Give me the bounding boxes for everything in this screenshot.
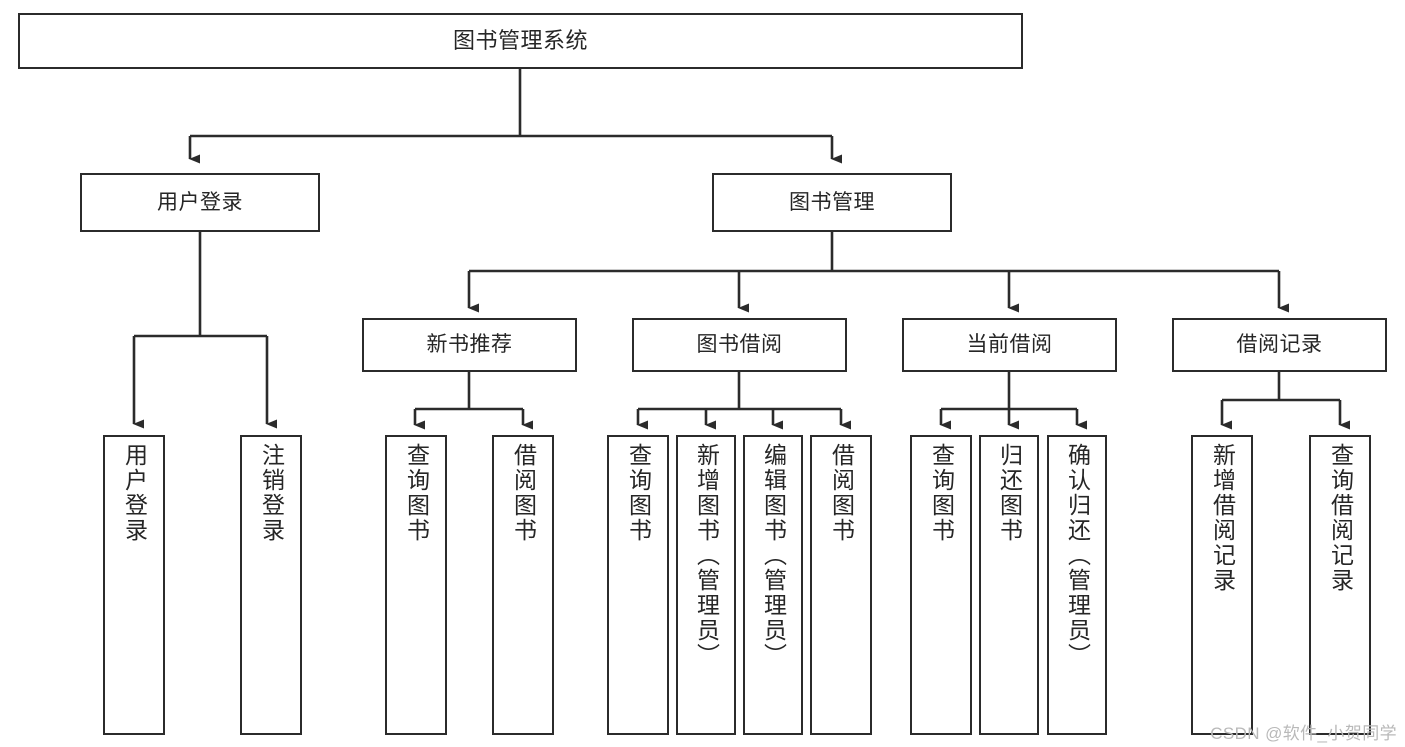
node-leaf-return-book-label: 归还图书 [996, 443, 1023, 543]
node-leaf-add-record[interactable]: 新增借阅记录 [1191, 435, 1253, 735]
node-leaf-query-book-2-label: 查询图书 [625, 443, 652, 543]
node-borrow-record-label: 借阅记录 [1236, 333, 1323, 357]
node-book-borrow-label: 图书借阅 [696, 333, 783, 357]
node-current-borrow[interactable]: 当前借阅 [902, 318, 1117, 372]
node-book-borrow[interactable]: 图书借阅 [632, 318, 847, 372]
node-leaf-query-book-3[interactable]: 查询图书 [910, 435, 972, 735]
node-leaf-logout-login[interactable]: 注销登录 [240, 435, 302, 735]
node-leaf-edit-book-admin[interactable]: 编辑图书（管理员） [743, 435, 803, 735]
node-leaf-confirm-return[interactable]: 确认归还（管理员） [1047, 435, 1107, 735]
node-leaf-borrow-book-2[interactable]: 借阅图书 [810, 435, 872, 735]
node-root[interactable]: 图书管理系统 [18, 13, 1023, 69]
node-borrow-record[interactable]: 借阅记录 [1172, 318, 1387, 372]
node-leaf-query-record[interactable]: 查询借阅记录 [1309, 435, 1371, 735]
node-leaf-confirm-return-label: 确认归还（管理员） [1064, 443, 1091, 668]
node-user-login[interactable]: 用户登录 [80, 173, 320, 232]
node-leaf-query-book-2[interactable]: 查询图书 [607, 435, 669, 735]
node-current-borrow-label: 当前借阅 [966, 333, 1053, 357]
node-leaf-borrow-book-1-label: 借阅图书 [510, 443, 537, 543]
node-leaf-query-book-1[interactable]: 查询图书 [385, 435, 447, 735]
node-root-label: 图书管理系统 [452, 27, 588, 53]
node-leaf-user-login[interactable]: 用户登录 [103, 435, 165, 735]
node-user-login-label: 用户登录 [157, 190, 243, 214]
node-leaf-add-book-admin[interactable]: 新增图书（管理员） [676, 435, 736, 735]
node-leaf-borrow-book-2-label: 借阅图书 [828, 443, 855, 543]
node-leaf-logout-login-label: 注销登录 [258, 443, 285, 543]
node-leaf-add-book-admin-label: 新增图书（管理员） [693, 443, 720, 668]
node-leaf-edit-book-admin-label: 编辑图书（管理员） [760, 443, 787, 668]
node-leaf-query-book-3-label: 查询图书 [928, 443, 955, 543]
node-leaf-query-book-1-label: 查询图书 [403, 443, 430, 543]
node-leaf-query-record-label: 查询借阅记录 [1327, 443, 1354, 593]
node-book-manage-label: 图书管理 [789, 190, 875, 214]
node-leaf-add-record-label: 新增借阅记录 [1209, 443, 1236, 593]
node-leaf-borrow-book-1[interactable]: 借阅图书 [492, 435, 554, 735]
node-leaf-user-login-label: 用户登录 [121, 443, 148, 543]
node-leaf-return-book[interactable]: 归还图书 [979, 435, 1039, 735]
node-new-book-recommend-label: 新书推荐 [426, 333, 513, 357]
node-new-book-recommend[interactable]: 新书推荐 [362, 318, 577, 372]
watermark: CSDN @软件_小贺同学 [1210, 724, 1397, 743]
node-book-manage[interactable]: 图书管理 [712, 173, 952, 232]
